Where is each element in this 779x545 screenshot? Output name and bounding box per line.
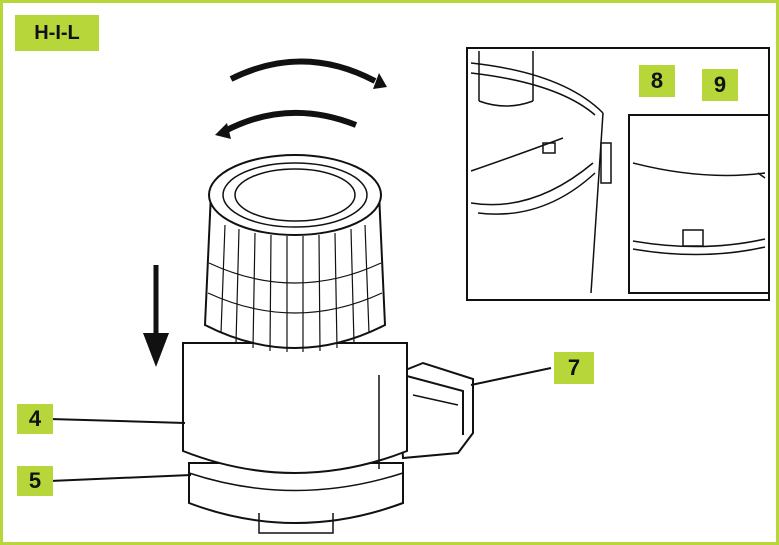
- callout-9: 9: [702, 69, 738, 101]
- callout-8: 8: [639, 65, 675, 97]
- detail-inset-9: [628, 114, 770, 294]
- arrow-down-icon: [143, 265, 169, 367]
- rotate-arrows-icon: [215, 58, 387, 139]
- callout-5: 5: [17, 466, 53, 496]
- callout-7: 7: [554, 352, 594, 384]
- callout-4: 4: [17, 404, 53, 434]
- figure-title: H-I-L: [15, 15, 99, 51]
- appliance-body: [182, 154, 474, 534]
